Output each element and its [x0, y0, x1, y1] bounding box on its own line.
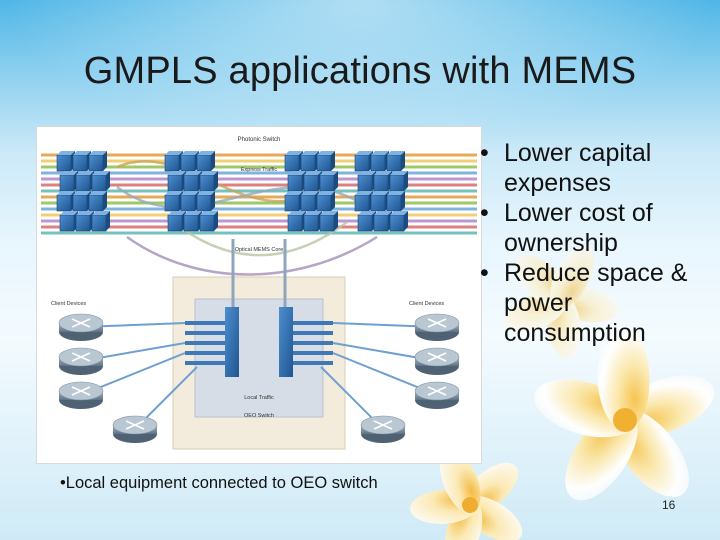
client-devices-right-label: Client Devices	[409, 301, 444, 307]
bullet-list: Lower capital expenses Lower cost of own…	[472, 138, 712, 348]
switch-stack	[284, 151, 338, 232]
router-icon	[58, 352, 186, 409]
network-diagram: Photonic Switch Express Traffic Optical …	[36, 126, 482, 464]
switch-stack	[354, 151, 408, 232]
router-icon	[320, 366, 406, 443]
photonic-switch-label: Photonic Switch	[238, 137, 281, 143]
router-icon	[332, 313, 460, 341]
client-devices-left-label: Client Devices	[51, 301, 86, 307]
client-routers	[58, 313, 460, 443]
page-number: 16	[662, 498, 676, 512]
bullet-item: Lower cost of ownership	[472, 198, 712, 258]
oeo-switch-label: OEO Switch	[244, 413, 274, 419]
router-icon	[332, 342, 460, 375]
express-traffic-label: Express Traffic	[241, 167, 278, 173]
router-icon	[58, 313, 186, 341]
photonic-switch-stacks	[56, 151, 408, 232]
router-icon	[332, 352, 460, 409]
oeo-port-stacks	[225, 307, 293, 377]
router-icon	[58, 342, 186, 375]
switch-stack	[56, 151, 110, 232]
footnote: •Local equipment connected to OEO switch	[60, 474, 378, 492]
bullet-item: Reduce space & power consumption	[472, 258, 712, 348]
switch-stack	[164, 151, 218, 232]
bullet-item: Lower capital expenses	[472, 138, 712, 198]
slide-title: GMPLS applications with MEMS	[83, 50, 637, 92]
background-glow	[0, 0, 720, 140]
local-traffic-label: Local Traffic	[244, 395, 274, 401]
router-icon	[112, 366, 198, 443]
optical-mems-core-label: Optical MEMS Core	[235, 247, 284, 253]
